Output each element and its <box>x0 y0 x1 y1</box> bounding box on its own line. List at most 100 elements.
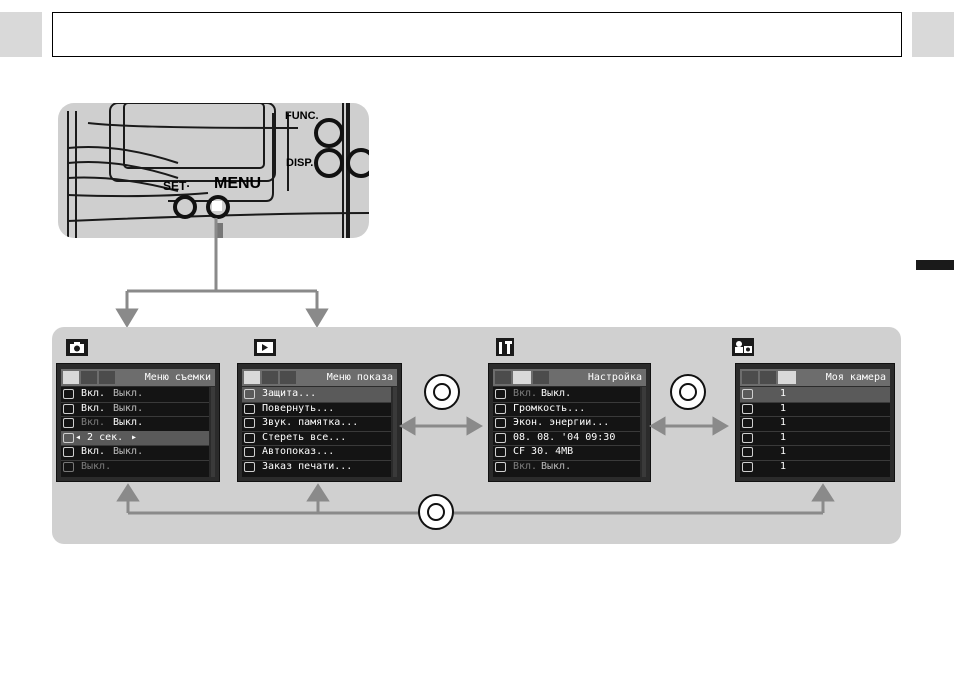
section-marker <box>916 260 954 270</box>
controller-dial-icon <box>418 494 454 530</box>
row-value: 1 <box>780 431 787 443</box>
row-value: Повернуть... <box>262 402 335 414</box>
row-value: Стереть все... <box>262 431 347 443</box>
eye-icon <box>63 389 74 399</box>
mute-icon <box>495 389 506 399</box>
start-sound-icon <box>742 418 753 428</box>
my-camera-icon <box>732 338 754 356</box>
operation-sound-icon <box>742 432 753 443</box>
row-value: 1 <box>780 417 787 428</box>
controller-dial-icon <box>424 374 460 410</box>
volume-icon <box>495 403 506 414</box>
menu-row[interactable]: Вкл. Выкл. <box>61 402 209 417</box>
menu-row[interactable]: CF 30. 4MB <box>493 445 640 461</box>
stitch-icon <box>63 447 74 457</box>
menu-row[interactable]: 1 <box>740 402 890 417</box>
camera-icon <box>66 339 88 356</box>
disp-label: DISP. <box>286 157 314 169</box>
rotate-icon <box>63 461 74 472</box>
menu-row[interactable]: Экон. энергии... <box>493 416 640 432</box>
tab-shooting[interactable] <box>63 371 79 384</box>
key-icon <box>244 389 255 399</box>
menu-row[interactable]: 1 <box>740 431 890 446</box>
start-image-icon <box>742 403 753 414</box>
menu-row[interactable]: Вкл.Выкл. <box>61 445 209 461</box>
review-icon <box>63 418 74 428</box>
menu-row[interactable]: Выкл. <box>61 460 209 475</box>
tab-playback[interactable] <box>742 371 758 384</box>
menu-row[interactable]: Громкость... <box>493 402 640 417</box>
menu-row[interactable]: Автопоказ... <box>242 445 391 461</box>
menu-row[interactable]: Вкл.Выкл. <box>61 416 209 432</box>
tab-playback[interactable] <box>495 371 511 384</box>
set-label: SET· <box>163 179 191 193</box>
play-icon <box>254 339 276 356</box>
row-value: Экон. энергии... <box>513 417 610 428</box>
row-option: Выкл. <box>113 446 144 457</box>
menu-label: MENU <box>214 175 262 192</box>
row-option: Выкл. <box>113 402 144 414</box>
menu-title: Моя камера <box>825 372 886 383</box>
tab-setup[interactable] <box>262 371 278 384</box>
power-icon <box>495 418 506 428</box>
menu-row[interactable]: Повернуть... <box>242 402 391 417</box>
tab-my-camera[interactable] <box>778 371 796 384</box>
menu-row-selected[interactable]: 1 <box>740 387 890 403</box>
page-title-box <box>52 12 902 57</box>
file-no-icon <box>495 461 506 472</box>
menu-list: Вкл.Выкл. Громкость... Экон. энергии... … <box>493 387 640 477</box>
tab-setup[interactable] <box>760 371 776 384</box>
scrollbar[interactable] <box>393 387 397 477</box>
slideshow-icon <box>244 447 255 457</box>
menu-list: Защита... Повернуть... Звук. памятка... … <box>242 387 391 477</box>
menu-row-selected[interactable]: ◂ 2 сек.▸ <box>61 430 209 446</box>
row-value: 08. 08. '04 09:30 <box>513 431 616 443</box>
camera-back-photo: FUNC. DISP. SET· MENU <box>58 103 369 238</box>
controller-dial-icon <box>670 374 706 410</box>
menu-row[interactable]: Вкл.Выкл. <box>493 460 640 475</box>
camera-body-drawing <box>67 103 369 238</box>
row-value: Автопоказ... <box>262 446 335 457</box>
menu-row[interactable]: Заказ печати... <box>242 460 391 475</box>
menu-row[interactable]: Звук. памятка... <box>242 416 391 432</box>
tab-setup[interactable] <box>513 371 531 384</box>
frame-icon <box>63 432 74 443</box>
tab-my-camera[interactable] <box>280 371 296 384</box>
tools-icon <box>496 338 514 356</box>
menu-row-selected[interactable]: Защита... <box>242 387 391 403</box>
menu-header: Настройка <box>493 369 646 386</box>
row-value: Заказ печати... <box>262 460 353 472</box>
trash-icon <box>244 432 255 443</box>
scrollbar[interactable] <box>211 387 215 477</box>
menu-row[interactable]: 08. 08. '04 09:30 <box>493 431 640 446</box>
menu-row[interactable]: Вкл.Выкл. <box>61 387 209 403</box>
tab-my-camera[interactable] <box>99 371 115 384</box>
row-value: Защита... <box>262 388 317 399</box>
tab-my-camera[interactable] <box>533 371 549 384</box>
row-value: Вкл. <box>81 402 106 414</box>
row-value: ◂ 2 сек. <box>75 431 124 443</box>
row-value: Громкость... <box>513 402 586 414</box>
playback-menu-screen: Меню показа Защита... Повернуть... Звук.… <box>237 363 402 482</box>
scrollbar[interactable] <box>642 387 646 477</box>
menu-row[interactable]: Вкл.Выкл. <box>493 387 640 403</box>
func-label: FUNC. <box>285 110 319 122</box>
row-option: Выкл. <box>113 388 144 399</box>
tab-playback[interactable] <box>244 371 260 384</box>
row-value: 1 <box>780 402 787 414</box>
menu-title: Меню показа <box>326 372 393 383</box>
menu-title: Настройка <box>587 372 642 383</box>
menu-row[interactable]: 1 <box>740 416 890 432</box>
tab-setup[interactable] <box>81 371 97 384</box>
menu-list: 1 1 1 1 1 1 <box>740 387 890 477</box>
row-value: Вкл. <box>513 460 538 472</box>
row-value: Звук. памятка... <box>262 417 359 428</box>
menu-row[interactable]: Стереть все... <box>242 431 391 446</box>
menu-row[interactable]: 1 <box>740 445 890 461</box>
row-value: Выкл. <box>81 460 112 472</box>
page-tab-left <box>0 12 42 57</box>
menu-row[interactable]: 1 <box>740 460 890 475</box>
row-option: Выкл. <box>541 460 572 472</box>
row-value: Вкл. <box>513 388 538 399</box>
rotate-icon <box>244 403 255 414</box>
